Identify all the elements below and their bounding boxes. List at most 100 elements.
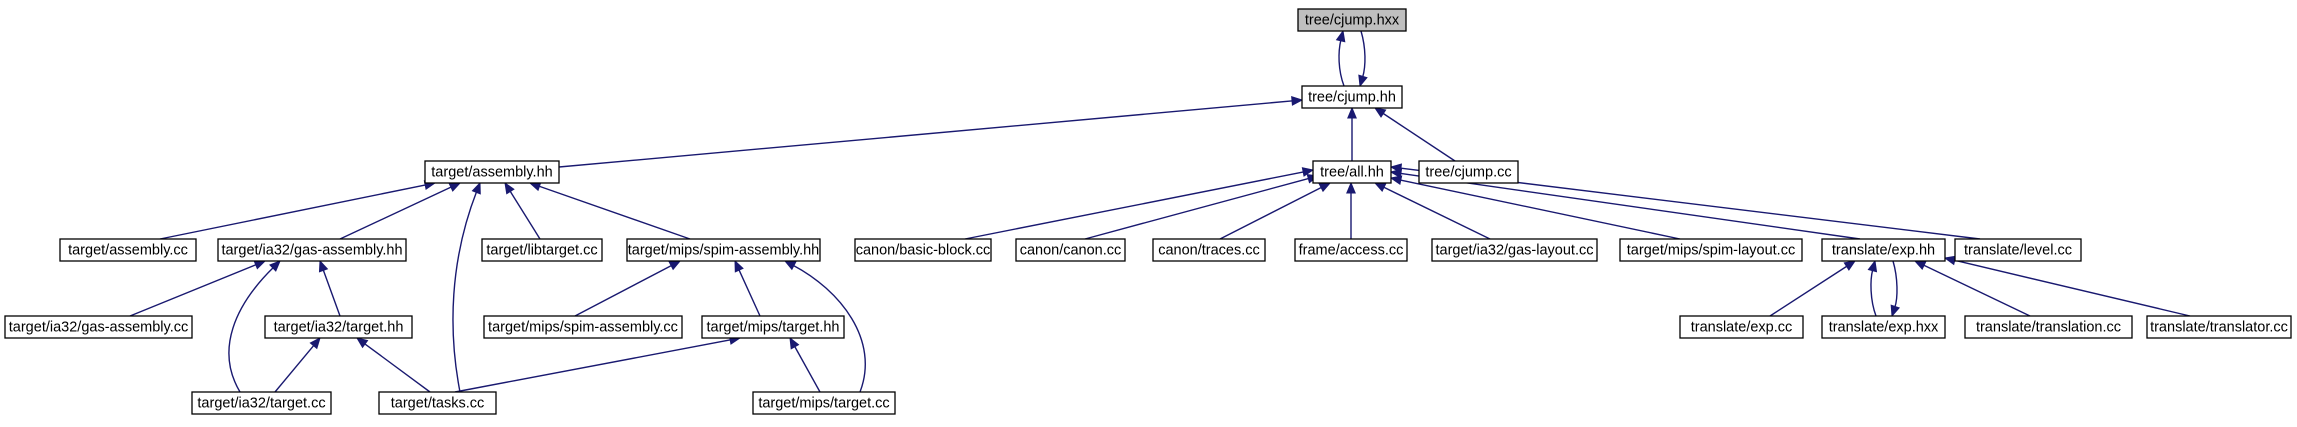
arrowhead xyxy=(1389,163,1403,174)
node-frame-access-cc[interactable]: frame/access.cc xyxy=(1294,238,1408,262)
arrowhead xyxy=(1373,107,1387,118)
node-translate-translation-cc[interactable]: translate/translation.cc xyxy=(1964,315,2133,339)
edge-spim_layout_cc-to-all_hh xyxy=(1389,175,1681,240)
node-translate-exp-hh[interactable]: translate/exp.hh xyxy=(1821,238,1946,262)
node-translate-level-cc[interactable]: translate/level.cc xyxy=(1954,238,2082,262)
edge-spim_assembly_cc-to-spim_assembly_hh xyxy=(574,260,682,317)
arrowhead xyxy=(318,259,329,273)
node-translate-translator-cc[interactable]: translate/translator.cc xyxy=(2146,315,2292,339)
node-box xyxy=(424,160,560,184)
edge-exp_hh-to-all_hh xyxy=(1389,168,1861,240)
node-target-libtarget-cc[interactable]: target/libtarget.cc xyxy=(481,238,603,262)
node-label: tree/cjump.cc xyxy=(1425,165,1511,181)
arrowhead xyxy=(309,337,321,350)
arrowhead xyxy=(783,260,797,271)
node-target-assembly-hh[interactable]: target/assembly.hh xyxy=(424,160,560,184)
node-label: translate/exp.hxx xyxy=(1829,320,1939,336)
arrowhead xyxy=(1943,255,1957,266)
node-label: target/mips/spim-assembly.cc xyxy=(488,320,678,336)
node-box xyxy=(1301,85,1403,109)
node-label: target/ia32/gas-assembly.hh xyxy=(221,243,402,259)
arrowhead xyxy=(789,336,800,350)
edge-assembly_hh-to-cjump_hh xyxy=(558,96,1304,168)
node-label: tree/cjump.hh xyxy=(1308,90,1396,106)
edge-mips_target_cc-to-mips_target_hh xyxy=(789,336,821,393)
node-label: target/ia32/target.cc xyxy=(197,396,325,412)
node-label: target/ia32/target.hh xyxy=(274,320,404,336)
node-target-ia32-target-hh[interactable]: target/ia32/target.hh xyxy=(264,315,413,339)
node-box xyxy=(752,391,896,415)
node-target-ia32-gas-layout-cc[interactable]: target/ia32/gas-layout.cc xyxy=(1431,238,1598,262)
arrowhead xyxy=(504,181,515,195)
node-label: target/ia32/gas-assembly.cc xyxy=(9,320,188,336)
node-label: target/libtarget.cc xyxy=(486,243,597,259)
node-target-ia32-gas-assembly-hh[interactable]: target/ia32/gas-assembly.hh xyxy=(217,238,407,262)
node-target-ia32-target-cc[interactable]: target/ia32/target.cc xyxy=(191,391,332,415)
arrowhead xyxy=(1913,260,1927,270)
arrowhead xyxy=(1346,181,1356,194)
edge-assembly_cc-to-assembly_hh xyxy=(159,180,437,240)
arrowhead xyxy=(734,259,744,273)
node-canon-basic-block-cc[interactable]: canon/basic-block.cc xyxy=(854,238,992,262)
node-target-mips-spim-assembly-cc[interactable]: target/mips/spim-assembly.cc xyxy=(483,315,683,339)
node-target-tasks-cc[interactable]: target/tasks.cc xyxy=(378,391,497,415)
edge-access_cc-to-all_hh xyxy=(1346,181,1356,239)
node-box xyxy=(1679,315,1804,339)
graph-nodes: tree/cjump.hxx tree/cjump.hh target/assemb… xyxy=(4,8,2292,415)
node-box xyxy=(1821,315,1946,339)
node-target-ia32-gas-assembly-cc[interactable]: target/ia32/gas-assembly.cc xyxy=(4,315,193,339)
graph-edges xyxy=(129,29,2191,393)
node-label: tree/cjump.hxx xyxy=(1305,13,1400,29)
arrowhead xyxy=(1301,167,1315,177)
node-target-mips-spim-layout-cc[interactable]: target/mips/spim-layout.cc xyxy=(1619,238,1803,262)
node-target-mips-spim-assembly-hh[interactable]: target/mips/spim-assembly.hh xyxy=(626,238,821,262)
edge-all_hh-to-cjump_hh xyxy=(1347,106,1357,161)
node-box xyxy=(378,391,497,415)
node-canon-traces-cc[interactable]: canon/traces.cc xyxy=(1152,238,1266,262)
arrowhead xyxy=(1335,29,1346,43)
node-box xyxy=(2146,315,2292,339)
node-tree-cjump-hh[interactable]: tree/cjump.hh xyxy=(1301,85,1403,109)
edge-tasks_cc-to-mips_target_hh xyxy=(454,335,742,393)
node-translate-exp-cc[interactable]: translate/exp.cc xyxy=(1679,315,1804,339)
node-tree-all-hh[interactable]: tree/all.hh xyxy=(1312,160,1392,184)
node-box xyxy=(1152,238,1266,262)
node-target-mips-target-hh[interactable]: target/mips/target.hh xyxy=(701,315,845,339)
node-box xyxy=(217,238,407,262)
node-canon-canon-cc[interactable]: canon/canon.cc xyxy=(1015,238,1126,262)
node-target-assembly-cc[interactable]: target/assembly.cc xyxy=(59,238,197,262)
arrowhead xyxy=(668,260,682,271)
node-label: canon/basic-block.cc xyxy=(856,243,991,259)
node-label: target/tasks.cc xyxy=(391,396,484,412)
node-box xyxy=(481,238,603,262)
node-box xyxy=(1312,160,1392,184)
edge-basic_block_cc-to-all_hh xyxy=(964,167,1315,240)
node-target-mips-target-cc[interactable]: target/mips/target.cc xyxy=(752,391,896,415)
node-box xyxy=(1964,315,2133,339)
arrowhead xyxy=(1373,182,1387,193)
edge-translator_cc-to-exp_hh xyxy=(1943,255,2191,317)
node-label: target/mips/target.hh xyxy=(707,320,840,336)
node-label: translate/translation.cc xyxy=(1976,320,2121,336)
node-tree-cjump-hxx: tree/cjump.hxx xyxy=(1297,8,1407,32)
edge-ia32_target_cc-to-gas_assembly_hh xyxy=(228,260,281,393)
node-label: canon/traces.cc xyxy=(1158,243,1260,259)
node-box xyxy=(1297,8,1407,32)
node-box xyxy=(4,315,193,339)
node-label: target/assembly.hh xyxy=(431,165,552,181)
node-translate-exp-hxx[interactable]: translate/exp.hxx xyxy=(1821,315,1946,339)
arrowhead xyxy=(471,181,481,195)
node-box xyxy=(264,315,413,339)
node-box xyxy=(701,315,845,339)
node-label: tree/all.hh xyxy=(1320,165,1384,181)
edge-exp_cc-to-exp_hh xyxy=(1769,260,1857,317)
node-box xyxy=(1821,238,1946,262)
node-box xyxy=(483,315,683,339)
node-tree-cjump-cc[interactable]: tree/cjump.cc xyxy=(1418,160,1519,184)
arrowhead xyxy=(1347,106,1357,119)
node-label: canon/canon.cc xyxy=(1020,243,1122,259)
arrowhead xyxy=(1318,182,1332,193)
arrowhead xyxy=(1843,260,1857,271)
edge-tasks_cc-to-assembly_hh xyxy=(452,181,481,393)
